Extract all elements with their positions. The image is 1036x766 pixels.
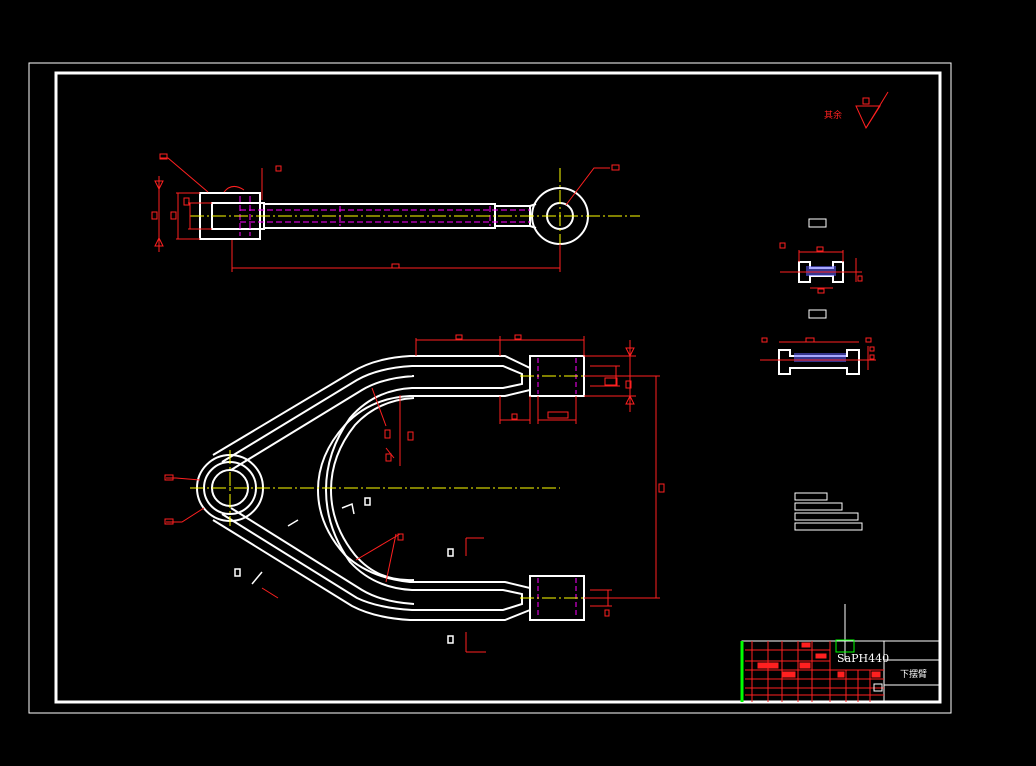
tech-notes-block <box>794 492 863 531</box>
title-block <box>740 604 941 703</box>
roughness-symbol <box>855 91 889 130</box>
main-view-dimensions <box>164 334 665 653</box>
inner-drawing-frame <box>54 71 942 704</box>
section-b-view <box>760 309 876 375</box>
roughness-note-label: 其余 <box>824 109 842 121</box>
drawing-number-label: SaPH440 <box>837 652 889 665</box>
main-view-white-marks <box>234 497 454 644</box>
top-view-dimensions <box>151 153 620 272</box>
outer-sheet-border <box>28 62 952 714</box>
section-a-view <box>779 218 863 294</box>
part-name-label: 下摆臂 <box>900 668 927 680</box>
